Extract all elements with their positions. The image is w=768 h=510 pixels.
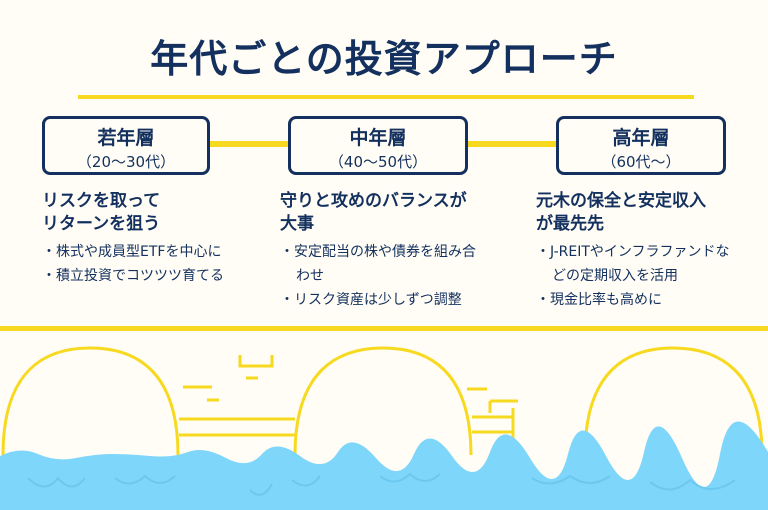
bullet-item: 積立投資でコツツツ育てる <box>42 264 282 288</box>
title-underline <box>78 95 694 99</box>
connector-line <box>468 141 558 147</box>
stage-box-middle: 中年層 （40〜50代） <box>288 116 468 175</box>
page-title: 年代ごとの投資アプローチ <box>150 37 618 81</box>
bullet-item: 安定配当の株や債券を組み合わせ <box>280 240 480 288</box>
connector-line <box>210 141 290 147</box>
water-ripples <box>27 472 736 496</box>
stage-range: （60代〜） <box>601 153 681 171</box>
bullet-item: 現金比率も高めに <box>536 288 756 312</box>
water <box>0 421 768 510</box>
stage-heading: 元木の保全と安定収入が最先先 <box>536 191 706 234</box>
section-divider <box>0 326 768 331</box>
stage-heading: 守りと攻めのバランスが大事 <box>280 191 467 234</box>
stage-heading: リスクを取ってリターンを狙う <box>42 191 161 234</box>
stage-box-young: 若年層 （20〜30代） <box>42 116 210 175</box>
stage-name: 高年層 <box>612 127 670 149</box>
stage-name: 中年層 <box>349 127 407 149</box>
stage-box-senior: 高年層 （60代〜） <box>556 116 726 175</box>
stage-range: （40〜50代） <box>328 153 428 171</box>
bridge-water-illustration <box>0 346 768 510</box>
stage-name: 若年層 <box>97 127 155 149</box>
bullet-item: 株式や成員型ETFを中心に <box>42 240 282 264</box>
stage-range: （20〜30代） <box>76 153 176 171</box>
bridge-arches <box>1 346 764 456</box>
bullet-item: J-REITやインフラファンドなどの定期収入を活用 <box>536 240 741 288</box>
bullet-item: リスク資産は少しずつ調整 <box>280 288 505 312</box>
